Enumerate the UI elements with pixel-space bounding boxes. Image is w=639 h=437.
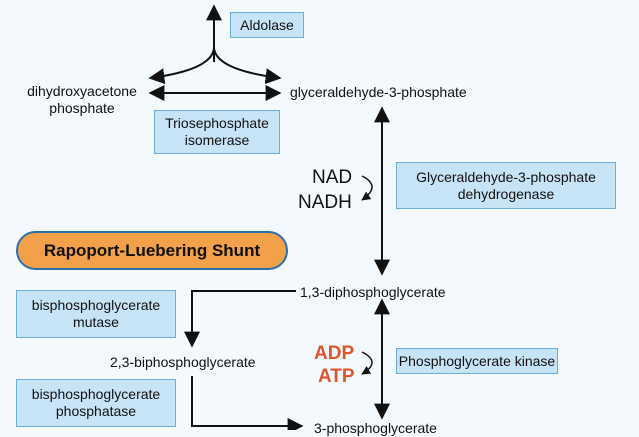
- bpg-phosphatase-box: bisphosphoglycerate phosphatase: [16, 379, 176, 427]
- pgk-box: Phosphoglycerate kinase: [396, 348, 558, 374]
- aldolase-box: Aldolase: [230, 12, 304, 38]
- atp-label: ATP: [318, 366, 355, 387]
- bpg23-label: 2,3-biphosphoglycerate: [110, 354, 256, 370]
- aldolase-left-branch: [148, 47, 215, 85]
- dhap-label: dihydroxyacetone phosphate: [27, 83, 137, 116]
- shunt-phosphatase-arrow: [191, 376, 304, 430]
- nad-nadh-arrow: [361, 175, 373, 201]
- shunt-mutase-arrow: [184, 290, 296, 348]
- bpg13-label: 1,3-diphosphoglycerate: [300, 284, 446, 300]
- adp-atp-arrow: [361, 351, 373, 375]
- gapdh-box: Glyceraldehyde-3-phosphate dehydrogenase: [396, 162, 616, 209]
- nad-label: NAD: [312, 167, 353, 188]
- adp-label: ADP: [314, 343, 355, 364]
- aldolase-right-branch: [213, 47, 282, 85]
- bpg-mutase-box: bisphosphoglycerate mutase: [16, 290, 176, 338]
- nadh-label: NADH: [298, 192, 352, 213]
- triosephosphate-isomerase-box: Triosephosphate isomerase: [154, 110, 280, 154]
- pg3-label: 3-phosphoglycerate: [314, 420, 437, 436]
- g3p-label: glyceraldehyde-3-phosphate: [290, 84, 467, 100]
- rapoport-luebering-shunt-pill: Rapoport-Luebering Shunt: [16, 231, 288, 270]
